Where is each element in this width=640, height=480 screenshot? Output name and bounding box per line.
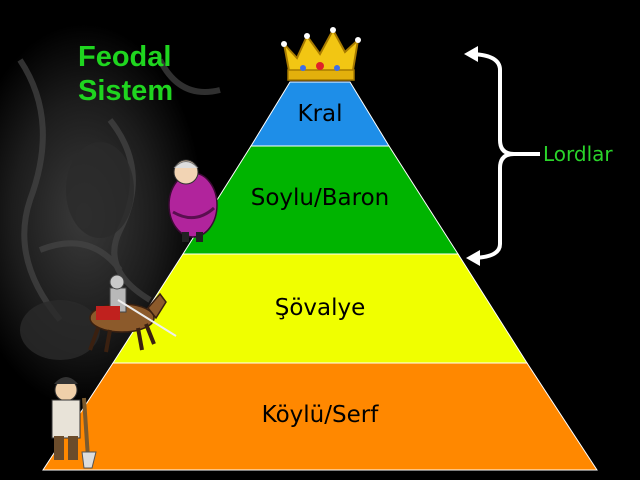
peasant-with-shovel-icon <box>51 377 97 469</box>
crown-icon <box>281 27 361 81</box>
tier-label-kral: Kral <box>297 101 343 127</box>
title-line-2: Sistem <box>78 75 174 107</box>
bracket-arrow-bottom <box>466 250 480 266</box>
lordlar-label: Lordlar <box>543 142 613 166</box>
title-line-1: Feodal <box>78 41 172 73</box>
lordlar-bracket <box>467 52 540 260</box>
tier-label-koylu-serf: Köylü/Serf <box>261 402 379 428</box>
slide-title: Feodal Sistem <box>78 40 173 108</box>
noble-figure-icon <box>168 159 218 242</box>
tier-label-sovalye: Şövalye <box>274 295 366 321</box>
bracket-arrow-top <box>464 46 478 62</box>
knight-on-horse-icon <box>88 274 177 353</box>
tier-label-soylu-baron: Soylu/Baron <box>250 185 390 211</box>
